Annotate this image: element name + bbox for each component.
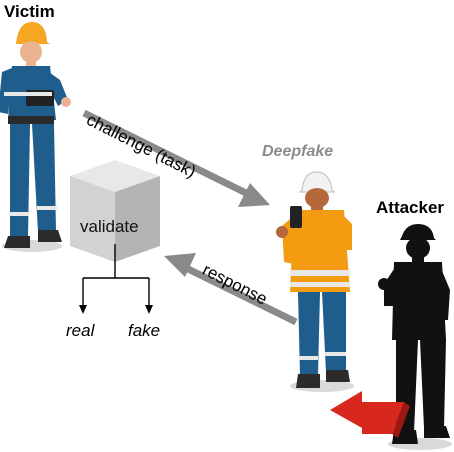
decision-branch	[82, 244, 150, 310]
challenge-arrow	[82, 109, 270, 207]
fake-arrowhead	[145, 305, 153, 314]
real-label: real	[66, 321, 95, 340]
victim-figure	[0, 22, 71, 248]
validate-cube	[70, 160, 160, 262]
real-arrowhead	[79, 305, 87, 314]
attacker-label: Attacker	[376, 198, 445, 217]
deepfake-label: Deepfake	[262, 143, 334, 160]
deepfake-figure	[276, 171, 352, 388]
response-arrow	[164, 253, 298, 326]
attacker-control-arrow	[330, 391, 410, 438]
attacker-figure	[378, 224, 450, 444]
validate-label: validate	[80, 217, 139, 236]
fake-label: fake	[128, 321, 161, 340]
victim-label: Victim	[4, 2, 55, 21]
